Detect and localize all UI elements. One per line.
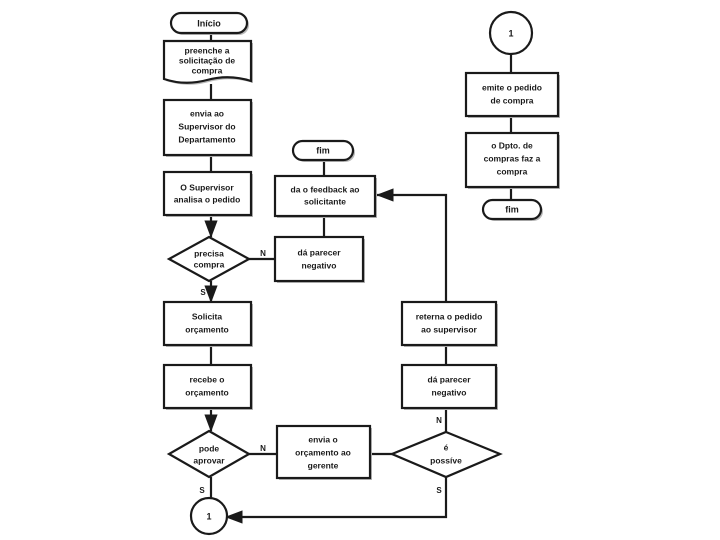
- node-dpto-line1: o Dpto. de: [491, 140, 533, 150]
- node-dpto-line3: compra: [497, 166, 528, 176]
- node-retorna-line1: reterna o pedido: [416, 311, 483, 321]
- node-e-possivel[interactable]: é possíve: [389, 430, 503, 479]
- node-envia-supervisor[interactable]: envia ao Supervisor do Departamento: [162, 98, 253, 157]
- node-conector-1-base-label: 1: [206, 511, 211, 521]
- node-conector-1-topo[interactable]: 1: [488, 10, 534, 56]
- node-fim-direita-label: fim: [505, 204, 519, 214]
- node-envia-supervisor-line2: Supervisor do: [178, 121, 235, 131]
- node-supervisor-analisa-line1: O Supervisor: [180, 182, 234, 192]
- node-solicita-orcamento-line1: Solicita: [192, 311, 223, 321]
- node-precisa-compra-line1: precisa: [194, 248, 224, 258]
- node-dpto-line2: compras faz a: [484, 153, 541, 163]
- node-conector-1-topo-label: 1: [508, 28, 513, 38]
- node-recebe-orcamento-line1: recebe o: [190, 374, 225, 384]
- node-pode-aprovar-line1: pode: [199, 443, 220, 453]
- node-emite-line2: de compra: [491, 95, 534, 105]
- node-e-possivel-line1: é: [444, 442, 449, 452]
- node-conector-1-base[interactable]: 1: [189, 496, 229, 536]
- node-e-possivel-line2: possíve: [430, 455, 462, 465]
- node-retorna-pedido-supervisor[interactable]: reterna o pedido ao supervisor: [400, 300, 498, 347]
- node-retorna-line2: ao supervisor: [421, 324, 477, 334]
- node-feedback-line1: da o feedback ao: [291, 184, 360, 194]
- node-inicio[interactable]: Início: [169, 11, 249, 35]
- node-envia-gerente-line1: envia o: [308, 434, 337, 444]
- node-solicita-orcamento[interactable]: Solicita orçamento: [162, 300, 253, 347]
- node-pode-aprovar-line2: aprovar: [193, 455, 225, 465]
- node-supervisor-analisa[interactable]: O Supervisor analisa o pedido: [162, 170, 253, 217]
- node-parecer-dir-line2: negativo: [432, 387, 467, 397]
- node-preenche-line3: compra: [192, 65, 223, 75]
- node-envia-gerente-line3: gerente: [308, 460, 339, 470]
- node-inicio-label: Início: [197, 18, 221, 28]
- node-recebe-orcamento[interactable]: recebe o orçamento: [162, 363, 253, 410]
- node-feedback-line2: solicitante: [304, 196, 346, 206]
- node-recebe-orcamento-line2: orçamento: [185, 387, 228, 397]
- node-envia-supervisor-line1: envia ao: [190, 108, 224, 118]
- edge-label-possivel-n: N: [436, 416, 442, 425]
- node-parecer-dir-line1: dá parecer: [428, 374, 472, 384]
- node-feedback-solicitante[interactable]: da o feedback ao solicitante: [273, 174, 377, 218]
- node-da-parecer-negativo-direita[interactable]: dá parecer negativo: [400, 363, 498, 410]
- node-emite-pedido-compra[interactable]: emite o pedido de compra: [464, 71, 560, 118]
- node-envia-supervisor-line3: Departamento: [178, 134, 235, 144]
- node-parecer-esq-line1: dá parecer: [298, 247, 342, 257]
- node-solicita-orcamento-line2: orçamento: [185, 324, 228, 334]
- connector-lines: [204, 33, 513, 524]
- node-envia-gerente-line2: orçamento ao: [295, 447, 351, 457]
- edge-label-possivel-s: S: [436, 486, 442, 495]
- edge-label-precisa-n: N: [260, 249, 266, 258]
- edge-label-aprovar-s: S: [199, 486, 205, 495]
- node-fim-esquerda[interactable]: fim: [291, 139, 355, 162]
- node-parecer-esq-line2: negativo: [302, 260, 337, 270]
- edge-possivel-s-to-conector: [224, 477, 448, 524]
- node-precisa-compra[interactable]: precisa compra: [166, 235, 252, 283]
- edge-label-precisa-s: S: [200, 288, 206, 297]
- node-envia-orcamento-gerente[interactable]: envia o orçamento ao gerente: [275, 424, 372, 480]
- node-dpto-compras[interactable]: o Dpto. de compras faz a compra: [464, 131, 560, 189]
- node-supervisor-analisa-line2: analisa o pedido: [174, 194, 241, 204]
- edge-label-aprovar-n: N: [260, 444, 266, 453]
- edge-retorna-to-feedback: [375, 188, 448, 302]
- node-fim-direita[interactable]: fim: [481, 198, 543, 221]
- node-pode-aprovar[interactable]: pode aprovar: [166, 429, 252, 479]
- node-precisa-compra-line2: compra: [194, 259, 225, 269]
- node-da-parecer-negativo-esquerda[interactable]: dá parecer negativo: [273, 235, 365, 283]
- node-preenche-line2: solicitação de: [179, 55, 235, 65]
- node-emite-line1: emite o pedido: [482, 82, 542, 92]
- node-fim-esquerda-label: fim: [316, 145, 330, 155]
- node-preenche-line1: preenche a: [185, 45, 230, 55]
- node-preenche-solicitacao[interactable]: preenche a solicitação de compra: [162, 39, 253, 85]
